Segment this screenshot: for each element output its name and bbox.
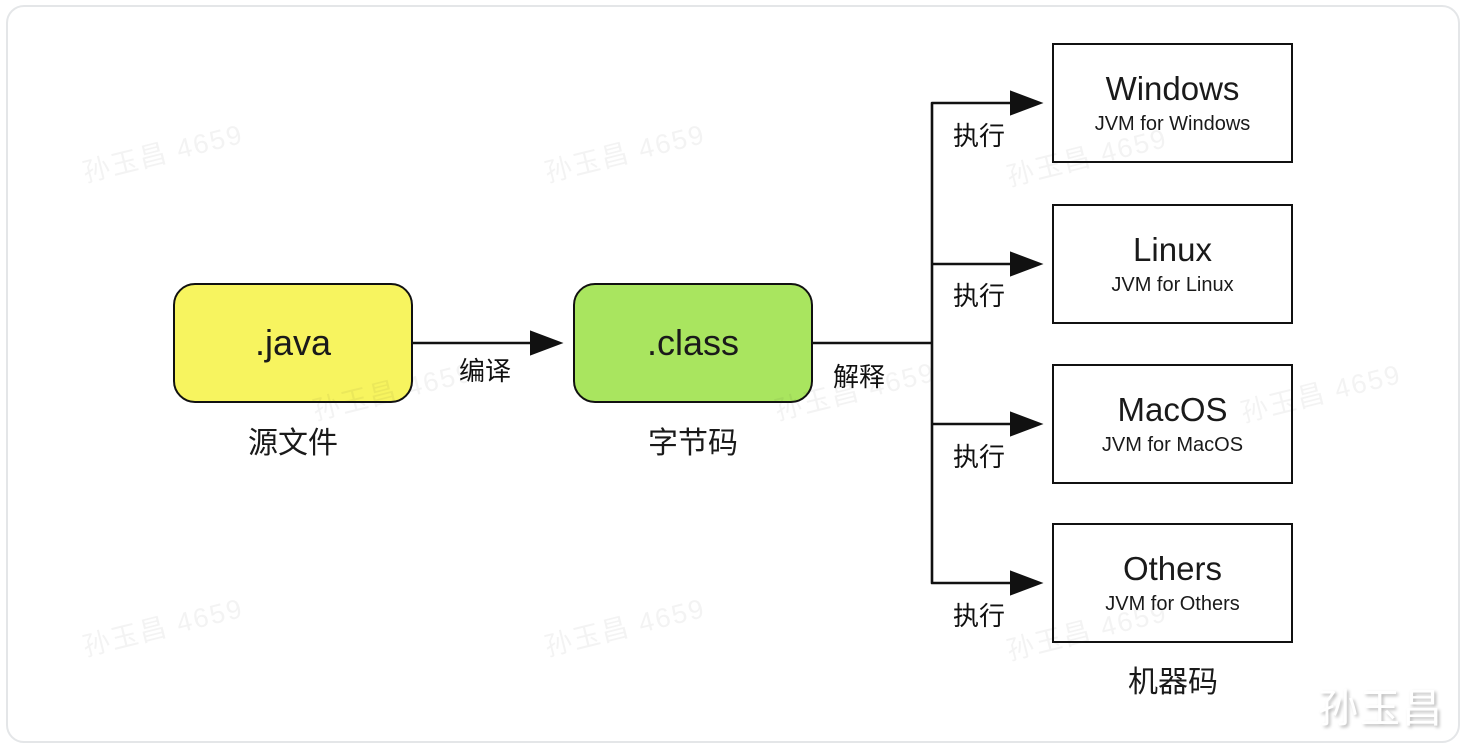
target-node-macos: MacOS JVM for MacOS: [1052, 364, 1293, 484]
interpret-edge-label: 解释: [833, 362, 886, 392]
execute-edge-label-others: 执行: [953, 601, 1006, 631]
execute-edge-label-linux: 执行: [953, 281, 1006, 311]
bytecode-caption: 字节码: [648, 427, 738, 460]
source-file-caption: 源文件: [248, 427, 338, 460]
execute-edge-label-windows: 执行: [953, 121, 1006, 151]
target-subtitle-linux: JVM for Linux: [1111, 274, 1234, 297]
target-node-windows: Windows JVM for Windows: [1052, 43, 1293, 163]
target-title-linux: Linux: [1133, 230, 1212, 268]
bytecode-node: .class: [573, 283, 813, 403]
execute-edge-label-macos: 执行: [953, 442, 1006, 472]
compile-edge-label: 编译: [459, 356, 512, 386]
target-subtitle-macos: JVM for MacOS: [1101, 434, 1244, 457]
target-node-linux: Linux JVM for Linux: [1052, 204, 1293, 324]
source-file-title: .java: [254, 322, 332, 363]
target-title-windows: Windows: [1105, 69, 1240, 107]
machine-code-caption: 机器码: [1128, 666, 1218, 699]
target-title-others: Others: [1122, 549, 1223, 587]
target-title-macos: MacOS: [1117, 390, 1228, 428]
target-subtitle-windows: JVM for Windows: [1094, 113, 1251, 136]
source-file-node: .java: [173, 283, 413, 403]
bytecode-title: .class: [646, 322, 740, 363]
target-subtitle-others: JVM for Others: [1105, 593, 1240, 616]
target-node-others: Others JVM for Others: [1052, 523, 1293, 643]
